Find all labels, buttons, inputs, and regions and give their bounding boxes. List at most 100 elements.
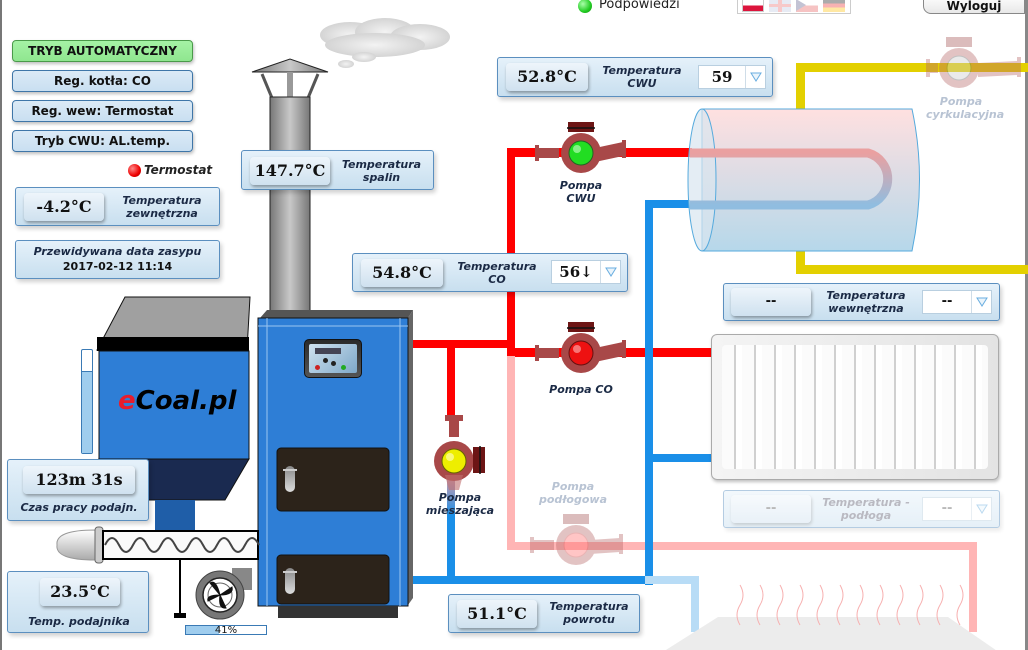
chevron-down-icon[interactable] [971, 498, 991, 520]
dhw-temp-value: 52.8°C [506, 63, 588, 91]
language-selector [737, 0, 851, 14]
pump-circulation-icon[interactable] [926, 35, 1026, 93]
heat-waves-icon [736, 584, 964, 626]
brand-e: e [118, 386, 136, 416]
thermostat-label: Termostat [144, 163, 213, 177]
circulation-top-pipe [796, 63, 1028, 72]
indoor-temp-value: -- [731, 288, 811, 316]
right-border [1025, 0, 1028, 650]
floor-temp-panel: -- Temperatura - podłoga -- [723, 490, 1000, 528]
pump-mixing-label: Pompa mieszająca [425, 491, 495, 517]
floor-supply-pipe [507, 356, 515, 550]
fuel-level-bar [81, 349, 93, 454]
co-temp-panel: 54.8°C Temperatura CO 56↓ [352, 253, 628, 292]
indoor-setpoint-value: -- [941, 294, 953, 309]
feeder-temp-label: Temp. podajnika [28, 615, 130, 628]
hints-label[interactable]: Podpowiedzi [599, 0, 680, 12]
fuel-level-fill [82, 370, 92, 453]
floor-setpoint-select[interactable]: -- [922, 497, 992, 521]
fan-power-label: 41% [214, 625, 238, 636]
pump-co-label: Pompa CO [549, 383, 613, 396]
pump-circulation-label: Pompa cyrkulacyjna [926, 95, 1005, 121]
dhw-setpoint-value: 59 [711, 68, 733, 86]
flag-en-icon[interactable] [769, 0, 791, 12]
auto-mode-button[interactable]: TRYB AUTOMATYCZNY [12, 40, 193, 62]
boiler-graphic [257, 310, 413, 618]
feeder-time-label: Czas pracy podajn. [20, 501, 138, 514]
refill-date-label: Przewidywana data zasypu [33, 245, 202, 258]
dhw-tank-graphic [687, 108, 920, 252]
flue-temp-label: Temperatura spalin [341, 158, 422, 184]
co-setpoint-value: 56↓ [559, 263, 593, 281]
boiler-regulation-button[interactable]: Reg. kotła: CO [12, 70, 193, 92]
dhw-mode-button[interactable]: Tryb CWU: AL.temp. [12, 130, 193, 152]
pump-co-icon[interactable] [533, 320, 629, 378]
pump-floor-label: Pompa podłogowa [538, 480, 607, 506]
chimney-graphic [251, 18, 450, 310]
outdoor-temp-panel: -4.2°C Temperatura zewnętrzna [15, 187, 220, 226]
pump-floor-icon[interactable] [528, 512, 628, 570]
mixing-return-pipe [447, 470, 455, 584]
radiator-graphic [711, 334, 999, 480]
logout-button[interactable]: Wyloguj [923, 0, 1025, 14]
dhw-setpoint-select[interactable]: 59 [698, 65, 766, 89]
pump-cwu-label: Pompa CWU [559, 179, 603, 205]
pump-cwu-icon[interactable] [533, 120, 629, 178]
floor-supply-horizontal-pipe [507, 542, 977, 550]
heated-floor-graphic [665, 584, 996, 650]
return-riser-pipe [645, 200, 653, 585]
outdoor-temp-value: -4.2°C [24, 193, 104, 221]
chevron-down-icon[interactable] [745, 66, 765, 88]
indoor-temp-panel: -- Temperatura wewnętrzna -- [723, 283, 1000, 321]
feeder-time-value: 123m 31s [23, 466, 135, 494]
boiler-return-pipe [411, 576, 653, 584]
feeder-time-panel: 123m 31s Czas pracy podajn. [7, 459, 149, 521]
refill-date-value: 2017-02-12 11:14 [62, 260, 173, 273]
refill-date-panel: Przewidywana data zasypu 2017-02-12 11:1… [15, 240, 220, 279]
circulation-riser-pipe [796, 63, 805, 109]
return-temp-value: 51.1°C [457, 600, 537, 628]
left-border [0, 0, 2, 650]
chevron-down-icon[interactable] [600, 261, 620, 283]
floor-drop-pipe [969, 542, 977, 632]
outdoor-temp-label: Temperatura zewnętrzna [122, 194, 202, 220]
dhw-temp-panel: 52.8°C Temperatura CWU 59 [497, 57, 773, 97]
co-setpoint-select[interactable]: 56↓ [551, 260, 621, 284]
floor-temp-value: -- [731, 495, 811, 523]
floor-return-pipe [645, 576, 699, 584]
flag-pl-icon[interactable] [742, 0, 764, 12]
feeder-screw-graphic [56, 526, 260, 618]
flue-temp-value: 147.7°C [250, 157, 330, 185]
co-temp-label: Temperatura CO [457, 260, 537, 286]
supply-riser-pipe [507, 148, 515, 356]
thermostat-status-icon [128, 164, 141, 177]
circulation-bottom-pipe [796, 265, 1028, 274]
indoor-regulation-button[interactable]: Reg. wew: Termostat [12, 100, 193, 122]
pump-mixing-icon[interactable] [425, 415, 491, 490]
mixing-supply-pipe [447, 340, 455, 420]
smoke-cloud-icon [320, 18, 450, 68]
feeder-temp-value: 23.5°C [40, 578, 120, 606]
fan-icon[interactable] [192, 565, 262, 620]
hints-status-icon[interactable] [578, 0, 592, 13]
fan-power-fill [186, 626, 219, 634]
brand-rest: Coal.pl [135, 386, 237, 416]
floor-return-drop-pipe [691, 576, 699, 632]
fan-power-bar: 41% [185, 625, 267, 636]
dhw-temp-label: Temperatura CWU [602, 64, 682, 90]
flag-cz-icon[interactable] [796, 0, 818, 12]
boiler-controller-button[interactable] [304, 339, 362, 378]
return-temp-panel: 51.1°C Temperatura powrotu [448, 594, 640, 633]
floor-setpoint-value: -- [941, 501, 953, 516]
indoor-temp-label: Temperatura wewnętrzna [826, 289, 906, 315]
chevron-down-icon[interactable] [971, 291, 991, 313]
co-return-pipe [645, 454, 712, 462]
return-temp-label: Temperatura powrotu [549, 600, 629, 626]
co-temp-value: 54.8°C [361, 259, 443, 287]
dhw-return-pipe [645, 200, 690, 208]
flag-de-icon[interactable] [823, 0, 845, 12]
indoor-setpoint-select[interactable]: -- [922, 290, 992, 314]
supply-pipe [411, 340, 511, 348]
flue-temp-panel: 147.7°C Temperatura spalin [241, 150, 434, 190]
floor-temp-label: Temperatura - podłoga [822, 496, 910, 522]
